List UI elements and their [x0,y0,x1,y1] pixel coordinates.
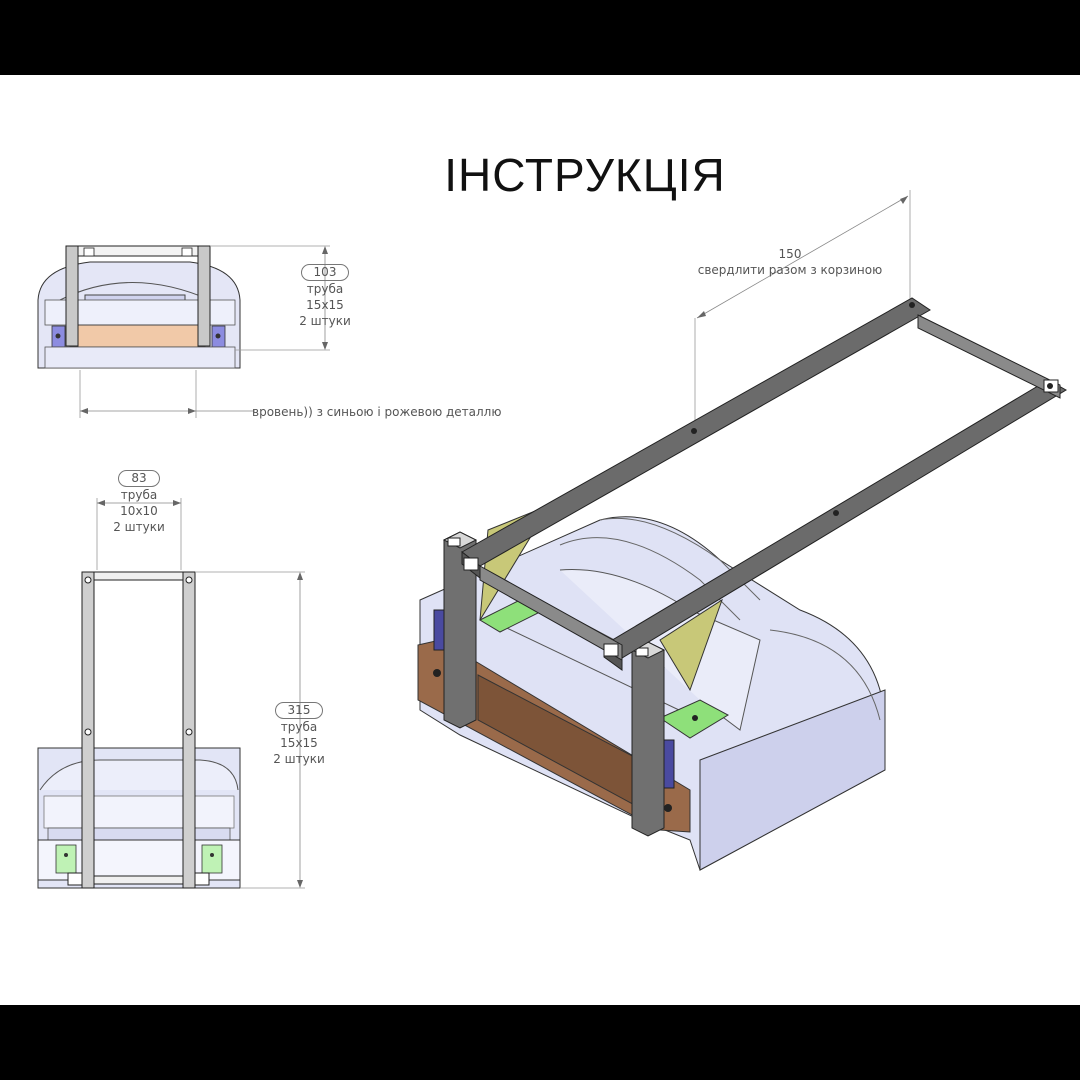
top-view-tube-label: труба [306,282,344,296]
top-view-tube-count: 2 штуки [299,314,351,328]
front-view-height-tube-size: 15х15 [280,736,318,750]
front-view-height-label: 315 труба 15х15 2 штуки [254,702,344,767]
top-view-dim-label: 103 труба 15х15 2 штуки [280,264,370,329]
top-view-note: вровень)) з синьою і рожевою деталлю [252,405,502,419]
top-view-tube-size: 15х15 [306,298,344,312]
front-view-width-label: 83 труба 10х10 2 штуки [94,470,184,535]
front-view-height-tube-count: 2 штуки [273,752,325,766]
iso-view-dim-value: 150 [778,247,802,261]
page-title: ІНСТРУКЦІЯ [444,149,726,201]
top-black-bar [0,0,1080,75]
front-view-width-tube-count: 2 штуки [113,520,165,534]
bottom-black-bar [0,1005,1080,1080]
iso-view-dim-label: 150 свердлити разом з корзиною [690,246,890,278]
front-view-width-tube-size: 10х10 [120,504,158,518]
front-view-height-tube-label: труба [280,720,318,734]
front-view-width-tube-label: труба [120,488,158,502]
iso-view-dim-note: свердлити разом з корзиною [697,263,883,277]
